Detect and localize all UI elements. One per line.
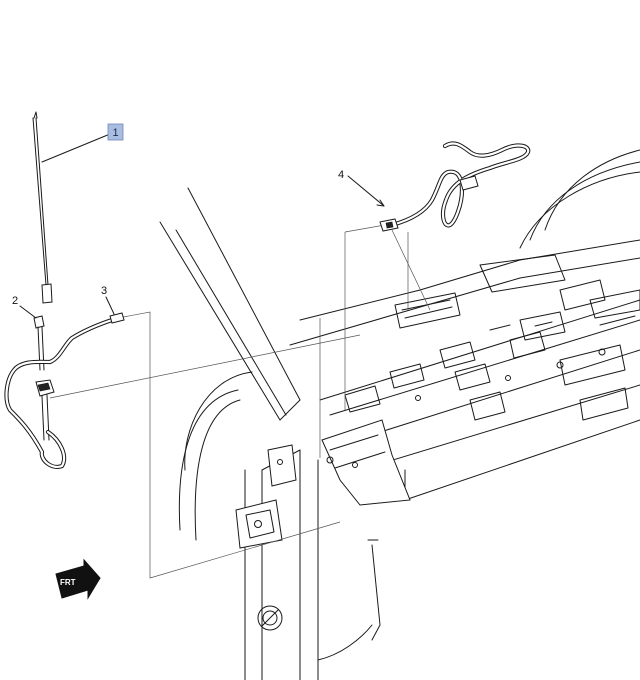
vehicle-body-structure xyxy=(159,149,640,680)
callout-3-label: 3 xyxy=(101,285,107,297)
antenna-mast xyxy=(32,111,53,304)
callout-1-box xyxy=(107,123,124,141)
callout-3: 3 xyxy=(101,285,115,315)
callout-4-label: 4 xyxy=(338,169,344,181)
front-direction-label: FRT xyxy=(60,578,76,587)
callout-2-label: 2 xyxy=(12,295,18,307)
antenna-cable xyxy=(4,312,125,469)
callout-1-label: 1 xyxy=(112,127,118,139)
antenna-base-assembly xyxy=(33,315,55,441)
forward-arrow-icon xyxy=(55,558,101,600)
callout-2: 2 xyxy=(12,295,37,319)
routing-leader-lines xyxy=(49,224,431,579)
callout-1: 1 xyxy=(41,123,124,163)
callout-4: 4 xyxy=(338,169,385,207)
extension-cable xyxy=(379,141,531,232)
front-direction-indicator: FRT xyxy=(55,558,101,600)
